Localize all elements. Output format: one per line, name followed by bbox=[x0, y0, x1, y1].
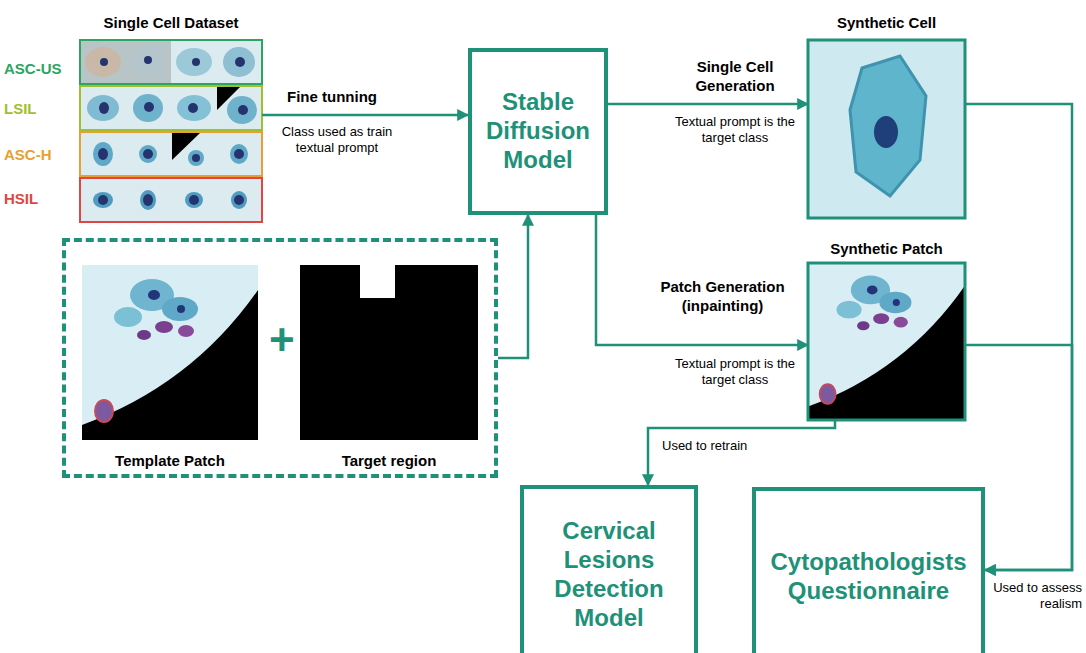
image-frame bbox=[808, 40, 965, 218]
nucleus bbox=[98, 195, 108, 205]
nucleus bbox=[874, 116, 898, 148]
nucleus bbox=[192, 58, 200, 66]
nucleus bbox=[234, 149, 244, 159]
detection-model-box: Cervical Lesions Detection Model bbox=[520, 485, 698, 653]
nucleus bbox=[192, 154, 200, 162]
grid-row bbox=[80, 178, 262, 222]
questionnaire-box: Cytopathologists Questionnaire bbox=[752, 487, 985, 653]
panel-heading: Synthetic Patch bbox=[830, 240, 943, 258]
nucleus bbox=[238, 105, 248, 115]
flow-arrow bbox=[596, 215, 808, 345]
cell bbox=[188, 150, 204, 166]
cell-ground bbox=[808, 40, 965, 218]
flow-note: Textual prompt is the target class bbox=[674, 356, 796, 389]
dataset-panel: Single Cell Dataset bbox=[80, 14, 262, 222]
cell bbox=[231, 191, 247, 209]
edge-label: Single Cell Generation bbox=[660, 58, 810, 96]
panel-heading: Target region bbox=[342, 452, 437, 470]
flow-arrow bbox=[498, 215, 528, 358]
box-label: Stable Diffusion Model bbox=[480, 88, 596, 174]
edge-label: Used to retrain bbox=[662, 438, 782, 454]
cell bbox=[176, 48, 212, 76]
synthetic-cell-image bbox=[808, 40, 965, 218]
cell-tile bbox=[81, 41, 171, 83]
model-box: Stable Diffusion Model bbox=[468, 48, 608, 215]
mask-region bbox=[360, 265, 395, 298]
class-name: ASC-H bbox=[4, 146, 76, 165]
grid-row bbox=[80, 86, 262, 130]
grid-row bbox=[80, 132, 262, 176]
cell-grid bbox=[80, 40, 262, 222]
box-label: Cervical Lesions Detection Model bbox=[532, 517, 686, 632]
input-group: + Template Patch Target region bbox=[62, 238, 498, 478]
edge-label: Used to assess realism bbox=[988, 580, 1082, 613]
mask-image bbox=[300, 265, 478, 440]
flow-note: Textual prompt is the target class bbox=[674, 114, 796, 147]
class-name: HSIL bbox=[4, 190, 76, 209]
cell bbox=[850, 56, 926, 196]
synthetic-patch: Synthetic Patch bbox=[808, 240, 965, 420]
cell bbox=[177, 95, 211, 121]
nucleus bbox=[98, 148, 108, 160]
flow-arrow bbox=[648, 420, 835, 485]
cell bbox=[93, 192, 113, 208]
nucleus bbox=[143, 194, 153, 206]
edge-label: Fine tunning bbox=[262, 88, 402, 107]
cell bbox=[85, 47, 121, 77]
class-name: LSIL bbox=[4, 100, 76, 119]
edge-label: Patch Generation (inpainting) bbox=[640, 278, 805, 316]
class-name: ASC-US bbox=[4, 60, 76, 79]
target-region: Target region bbox=[300, 265, 478, 470]
nucleus bbox=[235, 57, 245, 67]
cell bbox=[185, 192, 203, 208]
cell bbox=[130, 46, 166, 78]
image-frame bbox=[808, 263, 965, 420]
flow-note: Class used as train textual prompt bbox=[262, 124, 412, 157]
nucleus bbox=[144, 56, 152, 64]
nucleus bbox=[144, 102, 154, 112]
template-patch-image bbox=[82, 265, 258, 440]
synthetic-patch-image bbox=[808, 263, 965, 420]
plus-sign: + bbox=[269, 318, 295, 362]
cell bbox=[93, 142, 113, 166]
flow-arrow bbox=[262, 114, 468, 117]
panel-heading: Single Cell Dataset bbox=[103, 14, 238, 32]
cell bbox=[223, 47, 255, 77]
nucleus bbox=[100, 58, 108, 66]
cell bbox=[230, 144, 248, 164]
patch-art bbox=[808, 263, 965, 420]
cell bbox=[139, 145, 157, 163]
panel-heading: Synthetic Cell bbox=[837, 14, 936, 32]
cell bbox=[133, 94, 163, 122]
nucleus bbox=[99, 102, 109, 114]
flow-arrow bbox=[608, 103, 808, 106]
cell bbox=[87, 95, 119, 121]
cell bbox=[140, 190, 156, 210]
nucleus bbox=[143, 149, 153, 159]
nucleus bbox=[234, 195, 244, 205]
synthetic-cell: Synthetic Cell bbox=[808, 14, 965, 218]
nucleus bbox=[188, 103, 198, 113]
template-patch: Template Patch bbox=[82, 265, 258, 470]
nucleus bbox=[189, 195, 199, 205]
cell bbox=[227, 96, 257, 124]
grid-row bbox=[80, 40, 262, 84]
panel-heading: Template Patch bbox=[115, 452, 225, 470]
box-label: Cytopathologists Questionnaire bbox=[764, 548, 973, 606]
